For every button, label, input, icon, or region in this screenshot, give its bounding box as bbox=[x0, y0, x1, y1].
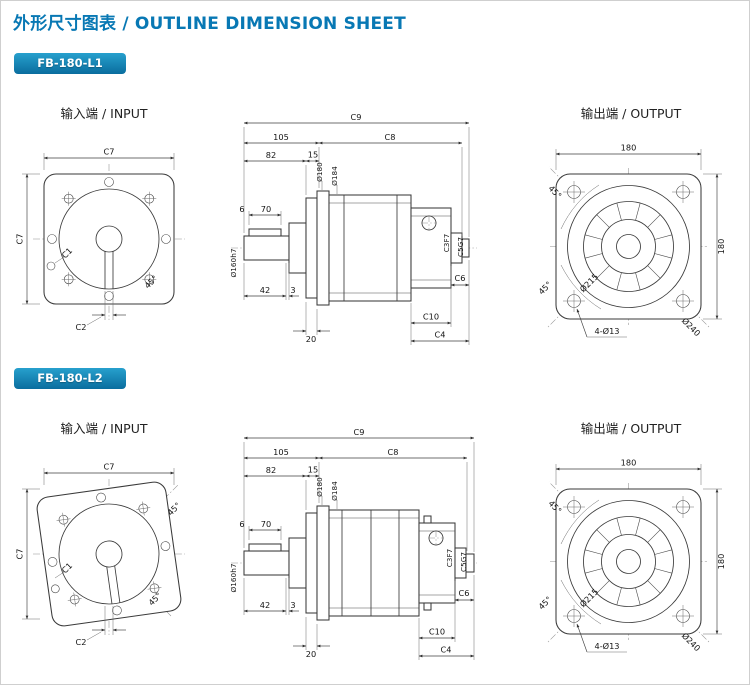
input-view-label-l1: 输入端 / INPUT bbox=[60, 106, 148, 121]
dim-c7-left: C7 bbox=[15, 234, 25, 245]
dimensions: C7 C7 C1 45° 45° C2 bbox=[15, 462, 183, 648]
dim-key-6: 6 bbox=[239, 204, 244, 214]
output-view-label-l1: 输出端 / OUTPUT bbox=[580, 106, 682, 121]
dim-180-top: 180 bbox=[621, 143, 637, 153]
dim-42: 42 bbox=[260, 285, 270, 295]
dim-20: 20 bbox=[306, 649, 316, 659]
dim-c5g7: C5G7 bbox=[456, 237, 465, 257]
dim-c4: C4 bbox=[441, 645, 452, 655]
dim-dia160h7: Ø160h7 bbox=[229, 563, 238, 592]
dim-key-70: 70 bbox=[261, 204, 271, 214]
dim-dia160h7: Ø160h7 bbox=[229, 248, 238, 277]
gearbox-profile bbox=[243, 190, 470, 306]
dim-c7-top: C7 bbox=[104, 462, 115, 472]
input-flange-face bbox=[43, 173, 175, 305]
dim-82: 82 bbox=[266, 150, 276, 160]
dimensions: C9 105 C8 82 15 Ø180 Ø184 6 70 Ø160h7 42… bbox=[229, 427, 475, 660]
input-flange-face bbox=[36, 481, 182, 627]
dim-15: 15 bbox=[308, 150, 318, 160]
dim-4xdia13: 4-Ø13 bbox=[594, 326, 619, 336]
dim-c10: C10 bbox=[423, 312, 439, 322]
dim-c6: C6 bbox=[455, 273, 466, 283]
side-view-drawing-l1: C9 105 C8 82 15 Ø180 Ø184 6 70 Ø160h7 42… bbox=[229, 112, 477, 345]
dim-c8: C8 bbox=[388, 447, 399, 457]
dim-dia184: Ø184 bbox=[330, 166, 339, 186]
dim-c3f7: C3F7 bbox=[442, 233, 451, 252]
dim-c7-top: C7 bbox=[104, 147, 115, 157]
dim-key-6: 6 bbox=[239, 519, 244, 529]
dim-c4: C4 bbox=[435, 330, 446, 340]
side-view-drawing-l2: C9 105 C8 82 15 Ø180 Ø184 6 70 Ø160h7 42… bbox=[229, 427, 477, 660]
dim-180-right: 180 bbox=[716, 554, 726, 570]
dim-c5g7: C5G7 bbox=[459, 552, 468, 572]
dim-angle-45-bl: 45° bbox=[536, 594, 553, 611]
dimensions: C9 105 C8 82 15 Ø180 Ø184 6 70 Ø160h7 42… bbox=[229, 112, 470, 345]
dim-c7-left: C7 bbox=[15, 549, 25, 560]
dim-dia180: Ø180 bbox=[315, 477, 324, 497]
dim-c2: C2 bbox=[76, 637, 87, 647]
dim-20: 20 bbox=[306, 334, 316, 344]
dim-3: 3 bbox=[290, 600, 295, 610]
dim-82: 82 bbox=[266, 465, 276, 475]
dim-105: 105 bbox=[273, 447, 289, 457]
dim-dia180: Ø180 bbox=[315, 162, 324, 182]
dim-15: 15 bbox=[308, 465, 318, 475]
dimensions: C7 C7 C1 45° C2 bbox=[15, 147, 175, 332]
dim-c10: C10 bbox=[429, 627, 445, 637]
dim-105: 105 bbox=[273, 132, 289, 142]
dim-key-70: 70 bbox=[261, 519, 271, 529]
gearbox-profile bbox=[243, 505, 475, 621]
dim-c8: C8 bbox=[385, 132, 396, 142]
dim-180-right: 180 bbox=[716, 239, 726, 255]
page-title: 外形尺寸图表 / OUTLINE DIMENSION SHEET bbox=[13, 14, 406, 34]
dim-c6: C6 bbox=[459, 588, 470, 598]
dim-42: 42 bbox=[260, 600, 270, 610]
output-view-drawing-l2: 180 180 45° 45° Ø215 4-Ø13 Ø240 bbox=[536, 458, 726, 654]
dim-180-top: 180 bbox=[621, 458, 637, 468]
dim-4xdia13: 4-Ø13 bbox=[594, 641, 619, 651]
dim-3: 3 bbox=[290, 285, 295, 295]
model-badge-fb-180-l2: FB-180-L2 bbox=[14, 368, 126, 389]
output-flange-face bbox=[555, 488, 702, 635]
dim-angle-45-bl: 45° bbox=[536, 279, 553, 296]
input-view-label-l2: 输入端 / INPUT bbox=[60, 421, 148, 436]
dim-c9: C9 bbox=[351, 112, 362, 122]
output-view-drawing-l1: 180 180 45° 45° Ø215 4-Ø13 Ø240 bbox=[536, 143, 726, 339]
dim-c9: C9 bbox=[354, 427, 365, 437]
dim-dia240: Ø240 bbox=[680, 631, 703, 654]
input-view-drawing-l1: C7 C7 C1 45° C2 bbox=[15, 147, 185, 332]
dim-c3f7: C3F7 bbox=[445, 548, 454, 567]
dim-c2: C2 bbox=[76, 322, 87, 332]
model-badge-fb-180-l1: FB-180-L1 bbox=[14, 53, 126, 74]
output-view-label-l2: 输出端 / OUTPUT bbox=[580, 421, 682, 436]
output-flange-face bbox=[555, 173, 702, 320]
dim-dia184: Ø184 bbox=[330, 481, 339, 501]
input-view-drawing-l2: C7 C7 C1 45° 45° C2 bbox=[15, 462, 185, 648]
dim-dia240: Ø240 bbox=[680, 316, 703, 339]
